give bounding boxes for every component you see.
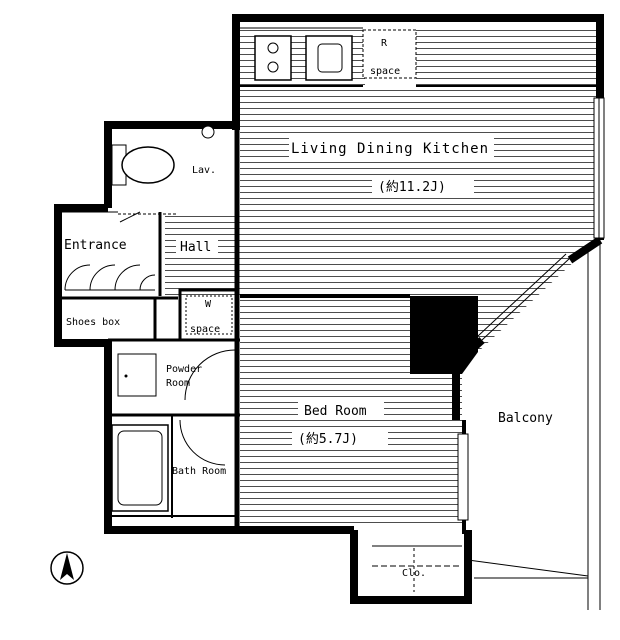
ldk-name: Living Dining Kitchen: [291, 141, 489, 157]
washer-space-outline: [185, 295, 233, 335]
balcony-label: Balcony: [498, 411, 553, 426]
entrance-label: Entrance: [64, 238, 127, 253]
sink-icon: [305, 35, 353, 81]
windows: [457, 97, 605, 610]
basin-icon: [117, 353, 157, 397]
shoes-box-label: Shoes box: [66, 317, 120, 328]
fridge-mark: R: [381, 38, 388, 49]
bathtub-icon: [111, 424, 169, 512]
closet-rod: [372, 545, 462, 592]
fridge-space-outline: [362, 29, 417, 79]
doors: [62, 211, 236, 466]
fridge-space-label: space: [370, 66, 400, 77]
bedroom-area: (約5.7J): [298, 432, 358, 447]
balcony-rail: [467, 559, 589, 577]
stove-icon: [254, 35, 292, 81]
bath-room-label: Bath Room: [172, 466, 226, 477]
lavatory-label: Lav.: [192, 165, 216, 176]
washer-mark: W: [205, 299, 212, 310]
washer-space-label: space: [190, 324, 220, 335]
ldk-area: (約11.2J): [378, 180, 446, 195]
bedroom-name: Bed Room: [304, 404, 367, 419]
powder-room-line1: Powder: [166, 364, 202, 375]
hall-label: Hall: [180, 240, 211, 255]
closet-label: Clo.: [402, 568, 426, 579]
north-arrow-icon: [50, 551, 84, 585]
structural-column: [410, 296, 478, 374]
toilet-icon: [111, 125, 215, 186]
powder-room-line2: Room: [166, 378, 190, 389]
